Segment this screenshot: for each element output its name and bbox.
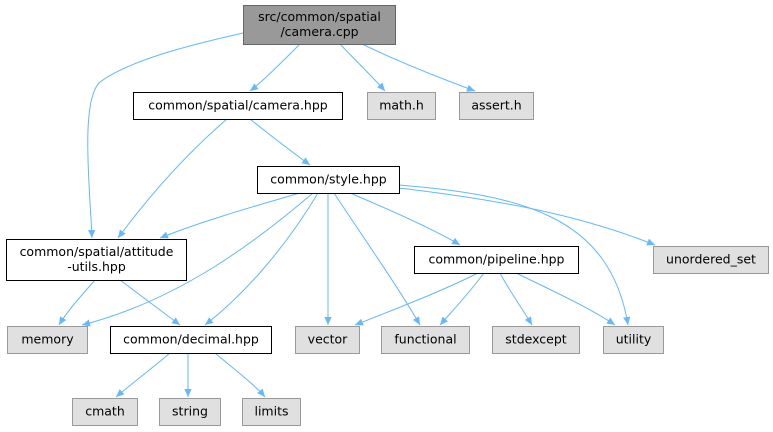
node-utility: utility [603, 326, 664, 354]
node-unordered-set: unordered_set [653, 246, 769, 274]
node-label: stdexcept [505, 332, 566, 347]
node-label: string [172, 404, 208, 419]
edge-pipeline_hpp-to-stdexcept [499, 272, 533, 326]
node-label: cmath [85, 404, 125, 419]
edge-pipeline_hpp-to-functional [439, 272, 485, 326]
edge-camera_hpp-to-style_hpp [249, 118, 311, 166]
node-stdexcept: stdexcept [492, 326, 580, 354]
node-assert-h: assert.h [459, 92, 534, 120]
edge-camera_cpp-to-camera_hpp [249, 43, 301, 92]
edges-layer [58, 32, 656, 398]
node-memory: memory [7, 326, 88, 354]
node-box [414, 246, 579, 274]
node-label: limits [254, 404, 288, 419]
node-box [133, 92, 343, 120]
edge-pipeline_hpp-to-vector [354, 272, 479, 326]
node-style-hpp[interactable]: common/style.hpp [257, 166, 400, 194]
node-label: common/decimal.hpp [123, 332, 259, 347]
node-pipeline-hpp[interactable]: common/pipeline.hpp [414, 246, 579, 274]
node-camera-hpp[interactable]: common/spatial/camera.hpp [133, 92, 343, 120]
node-box [257, 166, 400, 194]
edge-style_hpp-to-unordered_set [398, 187, 656, 246]
node-box [110, 326, 272, 354]
node-label: math.h [379, 98, 424, 113]
edge-decimal_hpp-to-cmath [115, 352, 171, 398]
node-label: src/common/spatial [258, 9, 381, 24]
edge-style_hpp-to-utility [398, 184, 631, 326]
node-label: functional [394, 332, 456, 347]
node-string: string [159, 398, 221, 426]
node-box [492, 326, 580, 354]
node-box [295, 326, 360, 354]
node-box [603, 326, 664, 354]
node-label: -utils.hpp [67, 259, 126, 274]
node-label: vector [308, 332, 349, 347]
node-decimal-hpp[interactable]: common/decimal.hpp [110, 326, 272, 354]
node-label: utility [616, 332, 652, 347]
node-box [367, 92, 436, 120]
node-camera-cpp[interactable]: src/common/spatial/camera.cpp [243, 5, 396, 45]
node-functional: functional [381, 326, 470, 354]
node-box [7, 326, 88, 354]
node-label: common/pipeline.hpp [428, 252, 564, 267]
node-box [243, 5, 396, 45]
edge-camera_cpp-to-attitude_utils [87, 32, 244, 239]
node-label: unordered_set [666, 252, 756, 267]
node-box [159, 398, 221, 426]
node-box [242, 398, 301, 426]
edge-style_hpp-to-functional [333, 192, 421, 326]
edge-camera_cpp-to-assert_h [361, 43, 476, 92]
edge-style_hpp-to-memory [81, 192, 314, 327]
edge-attitude_utils-to-decimal_hpp [119, 279, 181, 326]
node-box [6, 239, 187, 281]
edge-style_hpp-to-decimal_hpp [204, 192, 319, 326]
edge-decimal_hpp-to-limits [214, 352, 266, 398]
node-label: assert.h [471, 98, 521, 113]
nodes-layer: src/common/spatial/camera.cpp common/spat… [6, 5, 769, 426]
node-box [459, 92, 534, 120]
node-math-h: math.h [367, 92, 436, 120]
node-label: memory [21, 332, 74, 347]
edge-style_hpp-to-pipeline_hpp [349, 192, 461, 246]
node-label: common/spatial/camera.hpp [148, 98, 328, 113]
node-label: common/style.hpp [270, 172, 386, 187]
edge-camera_hpp-to-attitude_utils [117, 118, 228, 239]
node-label: /camera.cpp [280, 24, 358, 39]
edge-camera_cpp-to-math_h [339, 43, 386, 92]
node-box [381, 326, 470, 354]
node-attitude-utils[interactable]: common/spatial/attitude-utils.hpp [6, 239, 187, 281]
node-label: common/spatial/attitude [20, 244, 174, 259]
node-vector: vector [295, 326, 360, 354]
node-box [72, 398, 138, 426]
node-cmath: cmath [72, 398, 138, 426]
node-limits: limits [242, 398, 301, 426]
node-box [653, 246, 769, 274]
edge-style_hpp-to-attitude_utils [159, 192, 301, 239]
edge-attitude_utils-to-memory [58, 279, 96, 326]
edge-pipeline_hpp-to-utility [515, 272, 616, 326]
